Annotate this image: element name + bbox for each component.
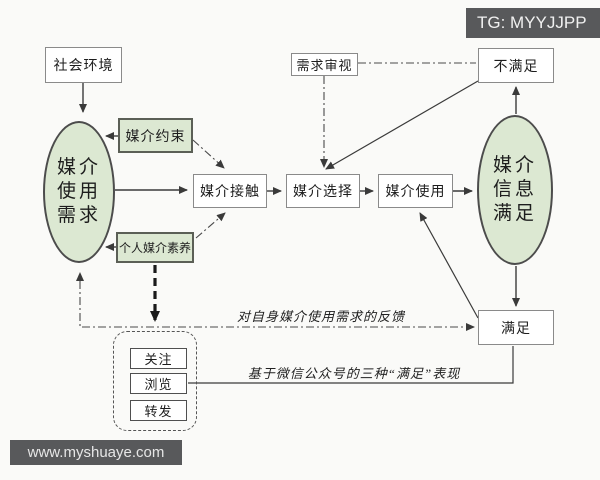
node-behavior-browse: 浏览 <box>130 373 187 394</box>
node-media-contact: 媒介接触 <box>193 174 267 208</box>
node-media-selection: 媒介选择 <box>286 174 360 208</box>
node-personal-media-literacy: 个人媒介素养 <box>116 232 194 263</box>
node-media-use-needs: 媒介 使用 需求 <box>43 121 115 263</box>
media-info-satisfaction-line3: 满足 <box>492 203 537 224</box>
behavior-forward-label: 转发 <box>144 404 173 419</box>
node-media-contact-label: 媒介接触 <box>200 185 260 200</box>
behavior-follow-label: 关注 <box>144 352 173 367</box>
dashdot-feedback-satisfied-to-needs <box>76 272 474 328</box>
arrow-satisfied-to-use <box>419 212 479 319</box>
node-behavior-follow: 关注 <box>130 348 187 369</box>
node-media-selection-label: 媒介选择 <box>293 185 353 200</box>
media-use-needs-line1: 媒介 <box>56 157 101 178</box>
site-watermark-text: www.myshuaye.com <box>27 444 165 461</box>
node-unsatisfied-label: 不满足 <box>493 59 539 75</box>
node-social-environment: 社会环境 <box>45 47 122 83</box>
line-behaviors-to-satisfied <box>188 346 514 384</box>
node-media-use-label: 媒介使用 <box>385 185 446 200</box>
node-media-use: 媒介使用 <box>378 174 453 208</box>
dashdot-constraint-to-contact <box>192 139 225 169</box>
tg-watermark-text: TG: MYYJJPP <box>477 13 587 32</box>
behavior-browse-label: 浏览 <box>144 377 173 392</box>
media-use-needs-line2: 使用 <box>56 181 101 202</box>
node-satisfied-label: 满足 <box>501 321 531 337</box>
media-use-needs-line3: 需求 <box>56 205 101 226</box>
node-media-constraint: 媒介约束 <box>118 118 193 153</box>
behaviors-group-outline <box>113 331 197 431</box>
node-social-environment-label: 社会环境 <box>53 59 114 74</box>
node-personal-media-literacy-label: 个人媒介素养 <box>118 241 191 255</box>
dashdot-literacy-to-contact <box>195 212 226 239</box>
node-need-review-label: 需求审视 <box>296 58 353 73</box>
site-watermark-banner: www.myshuaye.com <box>10 440 182 465</box>
media-info-satisfaction-line2: 信息 <box>492 179 537 200</box>
node-need-review: 需求审视 <box>291 53 358 76</box>
annotation-feedback: 对自身媒介使用需求的反馈 <box>236 309 405 324</box>
annotation-wechat-satisfaction: 基于微信公众号的三种“满足”表现 <box>247 366 461 381</box>
node-media-constraint-label: 媒介约束 <box>125 129 186 145</box>
node-behavior-forward: 转发 <box>130 400 187 421</box>
arrow-unsatisfied-to-selection <box>325 80 479 170</box>
node-media-info-satisfaction: 媒介 信息 满足 <box>477 115 553 265</box>
media-info-satisfaction-line1: 媒介 <box>492 155 537 176</box>
node-satisfied: 满足 <box>478 310 554 345</box>
tg-watermark-banner: TG: MYYJJPP <box>466 8 600 38</box>
node-unsatisfied: 不满足 <box>478 48 554 83</box>
